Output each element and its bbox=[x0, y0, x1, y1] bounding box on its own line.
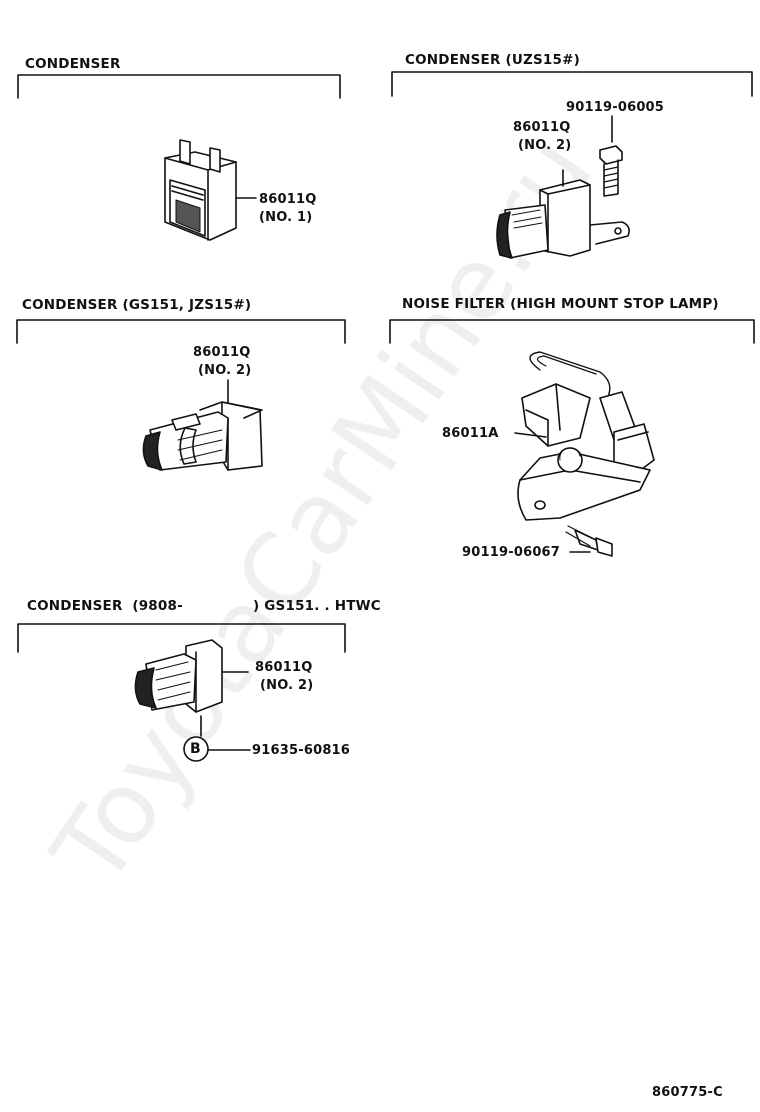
part-number-label: 86011Q bbox=[513, 120, 571, 135]
section-5-bracket bbox=[17, 623, 346, 653]
clip-part-number-label: 91635-60816 bbox=[252, 743, 351, 758]
callout-b-letter: B bbox=[190, 741, 201, 757]
condenser-htwc-drawing bbox=[134, 639, 251, 762]
callout-b-icon bbox=[183, 736, 209, 762]
part-number-label: 86011Q bbox=[193, 345, 251, 360]
part-variant-label: (NO. 2) bbox=[518, 138, 572, 153]
part-number-label: 86011Q bbox=[259, 192, 317, 207]
section-5-title-left: CONDENSER (9808- bbox=[27, 598, 183, 614]
section-1-title: CONDENSER bbox=[25, 56, 121, 72]
condenser-uzs15-drawing bbox=[496, 115, 630, 259]
section-3-bracket bbox=[16, 319, 346, 344]
section-2-bracket bbox=[391, 71, 753, 97]
condenser-no1-drawing bbox=[164, 139, 257, 241]
diagram-reference-code: 860775-C bbox=[652, 1085, 723, 1100]
section-4-bracket bbox=[389, 319, 755, 344]
section-1-bracket bbox=[17, 74, 341, 99]
part-variant-label: (NO. 1) bbox=[259, 210, 313, 225]
bolt-part-number-label: 90119-06067 bbox=[462, 545, 561, 560]
part-number-label: 86011A bbox=[442, 426, 499, 441]
part-number-label: 86011Q bbox=[255, 660, 313, 675]
bolt-part-number-label: 90119-06005 bbox=[566, 100, 665, 115]
part-variant-label: (NO. 2) bbox=[198, 363, 252, 378]
noise-filter-drawing bbox=[514, 351, 655, 557]
section-5-title-right: ) GS151. . HTWC bbox=[253, 598, 381, 614]
section-4-title: NOISE FILTER (HIGH MOUNT STOP LAMP) bbox=[402, 296, 719, 312]
section-2-title: CONDENSER (UZS15#) bbox=[405, 52, 580, 68]
part-variant-label: (NO. 2) bbox=[260, 678, 314, 693]
condenser-gs151-drawing bbox=[142, 379, 263, 471]
section-3-title: CONDENSER (GS151, JZS15#) bbox=[22, 297, 252, 313]
